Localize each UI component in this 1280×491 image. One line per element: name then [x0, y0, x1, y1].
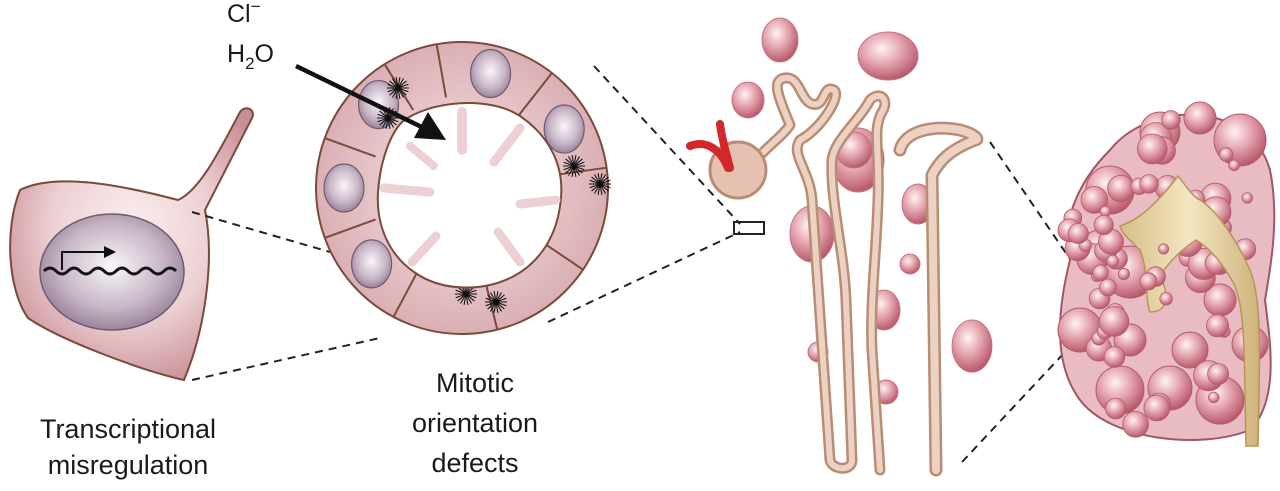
- zoom-line: [961, 335, 1081, 463]
- zoom-box: [733, 221, 765, 235]
- ion-secretion-arrow: [295, 63, 446, 140]
- mitotic-spindle: [563, 155, 585, 177]
- zoom-line: [191, 337, 381, 381]
- cyst: [899, 253, 921, 275]
- kidney-cyst: [1105, 397, 1127, 420]
- mitotic-spindle: [387, 77, 409, 99]
- kidney-cyst: [1093, 214, 1114, 235]
- kidney-cyst: [1106, 254, 1120, 268]
- cell-border: [435, 44, 448, 98]
- kidney-cyst: [1206, 314, 1230, 338]
- kidney-cyst: [1117, 267, 1131, 281]
- kidney-cyst: [1080, 186, 1109, 214]
- kidney-cyst: [1207, 363, 1229, 385]
- cell-border: [324, 218, 376, 239]
- kidney-cyst: [1207, 391, 1220, 404]
- cyst: [951, 319, 993, 373]
- mitotic-label-line3: defects: [431, 448, 518, 478]
- transcriptional-label-line2: misregulation: [48, 450, 209, 480]
- kidney-cyst: [1218, 147, 1234, 162]
- kidney-cyst: [1098, 306, 1130, 337]
- nephron: [686, 17, 993, 477]
- kidney-cyst: [1092, 264, 1109, 282]
- kidney-cyst: [1143, 394, 1171, 422]
- tubule-lumen: [376, 102, 563, 289]
- water-label: H2O: [227, 40, 274, 73]
- renal-pelvis-ureter: [1119, 174, 1261, 447]
- kidney-cyst: [1171, 331, 1209, 369]
- kidney-cyst: [1099, 205, 1112, 218]
- arrow-head-icon: [414, 112, 446, 140]
- kidney-cyst: [1139, 174, 1159, 194]
- cyst: [761, 17, 799, 63]
- nucleus: [39, 213, 185, 331]
- tubule-cross-section: [315, 41, 611, 335]
- epithelial-cell: [9, 107, 254, 382]
- cyst: [731, 81, 765, 119]
- kidney-cyst: [1161, 110, 1181, 130]
- transcription-arrow-icon: [61, 251, 104, 270]
- gene-dna-wave: [42, 266, 178, 276]
- kidney-cyst: [1159, 292, 1173, 306]
- kidney-cyst: [1122, 410, 1149, 438]
- cell-border: [392, 268, 420, 318]
- kidney-cyst: [1183, 101, 1217, 135]
- cell-nucleus: [469, 48, 512, 99]
- kidney-cyst: [1158, 243, 1170, 255]
- afferent-vessel: [686, 120, 734, 172]
- cell-nucleus: [351, 239, 393, 289]
- zoom-line: [547, 231, 741, 323]
- polycystic-kidney: [1057, 101, 1276, 447]
- kidney-cyst: [1241, 192, 1254, 204]
- kidney-cyst: [1137, 133, 1168, 165]
- zoom-line: [593, 65, 741, 225]
- cyst: [857, 31, 919, 81]
- cell-border: [324, 137, 376, 158]
- chloride-label: Cl−: [227, 0, 261, 28]
- kidney-cyst: [1067, 222, 1089, 244]
- kidney-cyst: [1107, 174, 1135, 203]
- kidney-cyst: [1103, 346, 1126, 368]
- mitotic-label-line2: orientation: [412, 408, 538, 438]
- kidney-cyst: [1228, 159, 1240, 172]
- mitotic-label-line1: Mitotic: [436, 368, 514, 398]
- cell-border: [517, 72, 553, 117]
- cell-nucleus: [323, 163, 365, 213]
- kidney-cyst: [1139, 272, 1158, 291]
- transcriptional-label-line1: Transcriptional: [40, 414, 216, 444]
- mitotic-spindle: [485, 291, 507, 313]
- zoom-line: [191, 211, 331, 253]
- cell-nucleus: [543, 104, 585, 154]
- kidney-cyst: [1099, 278, 1117, 297]
- mitotic-spindle: [589, 173, 611, 195]
